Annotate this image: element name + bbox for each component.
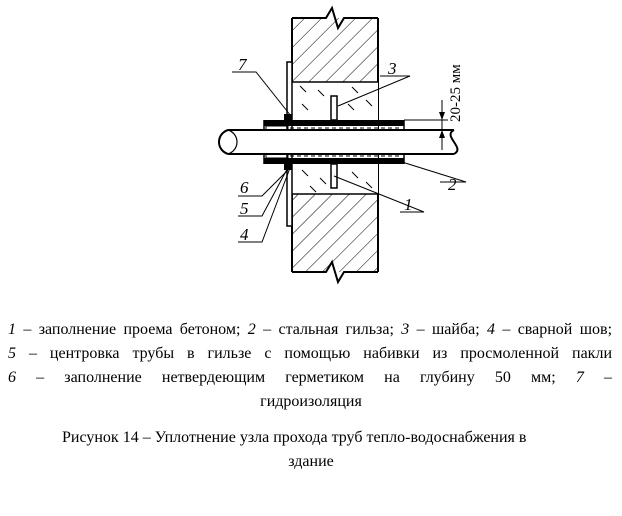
dimension-20-25mm: 20-25 мм: [404, 64, 464, 150]
legend: 1 – заполнение проема бетоном; 2 – сталь…: [0, 318, 622, 414]
caption-line-1: Рисунок 14 – Уплотнение узла прохода тру…: [62, 429, 527, 446]
callout-6: 6: [240, 178, 249, 197]
legend-line-3: 6 – заполнение нетвердеющим герметиком н…: [8, 369, 613, 386]
legend-num-5: 5: [8, 345, 16, 362]
legend-num-1: 1: [8, 321, 16, 338]
legend-num-4: 4: [487, 321, 495, 338]
callout-4: 4: [240, 225, 249, 244]
legend-text-2: стальная гильза: [278, 321, 390, 338]
legend-num-7: 7: [575, 369, 584, 386]
legend-text-4: сварной шов: [517, 321, 608, 338]
dimension-label: 20-25 мм: [448, 64, 464, 122]
callout-1: 1: [404, 195, 413, 214]
callout-3: 3: [387, 59, 397, 78]
legend-num-2: 2: [247, 321, 256, 338]
pipe-penetration-drawing: 20-25 мм 7 3 6 2 5 1 4: [218, 5, 467, 285]
legend-text-1: заполнение проема бетоном: [38, 321, 236, 338]
callout-5: 5: [240, 199, 249, 218]
legend-num-6: 6: [8, 369, 16, 386]
legend-line-2: 5 – центровка трубы в гильзе с помощью н…: [8, 345, 613, 362]
callout-leaders: [232, 71, 467, 243]
callout-7: 7: [238, 55, 248, 74]
legend-line-1: 1 – заполнение проема бетоном; 2 – сталь…: [8, 321, 613, 338]
legend-text-3: шайба: [431, 321, 476, 338]
wall-break-top: [292, 5, 378, 31]
wall-break-bottom: [292, 259, 378, 285]
legend-text-5: центровка трубы в гильзе с помощью набив…: [49, 345, 613, 362]
caption-line-2: здание: [288, 453, 334, 470]
legend-line-4: гидроизоляция: [0, 390, 622, 414]
legend-text-7: гидроизоляция: [260, 393, 362, 410]
legend-text-6: заполнение нетвердеющим герметиком на гл…: [64, 369, 552, 386]
legend-num-3: 3: [401, 321, 410, 338]
pipe: [218, 129, 459, 155]
callout-2: 2: [448, 175, 457, 194]
